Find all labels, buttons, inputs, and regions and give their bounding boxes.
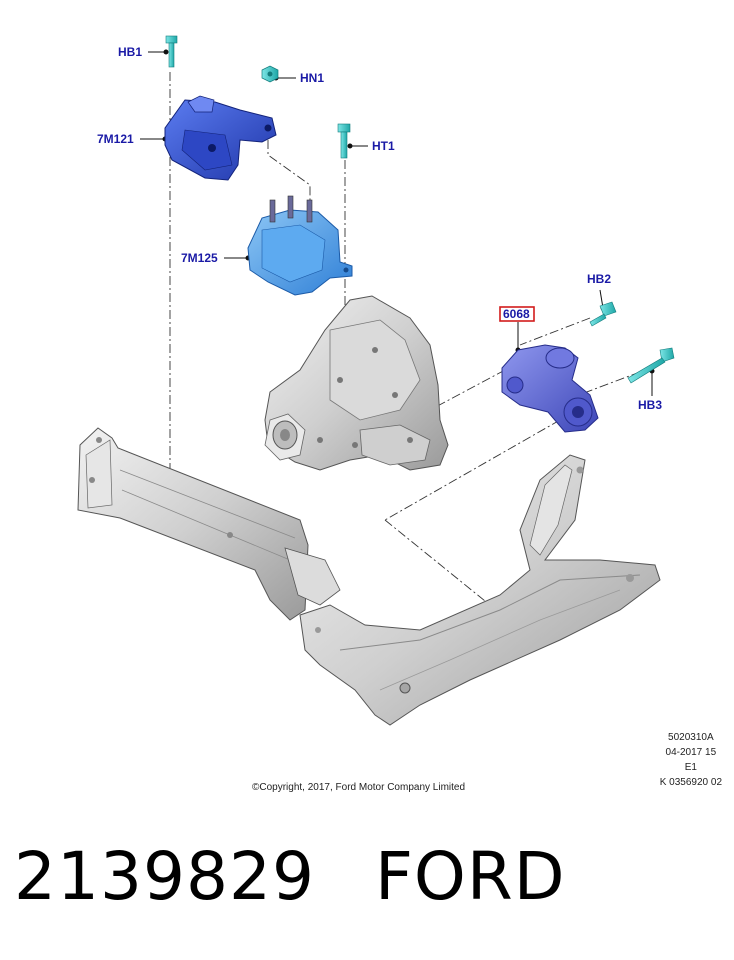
subframe: [299, 454, 661, 726]
callout-hb1: HB1: [118, 45, 142, 59]
bolt-hb2: [589, 301, 617, 327]
brand-name: FORD: [374, 838, 566, 915]
part-footer: 2139829 FORD: [14, 838, 566, 915]
part-number: 2139829: [14, 838, 315, 915]
mount-7m125: [247, 195, 353, 296]
nut-hn1: [261, 65, 279, 83]
bolt-ht1: [337, 123, 351, 159]
callout-hb3: HB3: [638, 398, 662, 412]
mount-6068: [501, 344, 599, 433]
illustration-reference: K 0356920 02: [659, 777, 722, 788]
callout-ht1: HT1: [372, 139, 395, 153]
highlight-box-6068: [499, 306, 535, 322]
bolt-hb1: [165, 35, 178, 68]
illustration-edition: E1: [684, 762, 697, 773]
transmission: [264, 295, 449, 471]
callout-6068: 6068: [503, 307, 530, 321]
callout-7m121: 7M121: [97, 132, 134, 146]
illustration-date: 04-2017 15: [665, 747, 717, 758]
frame-rail: [77, 427, 341, 621]
callout-7m125: 7M125: [181, 251, 218, 265]
illustration-id: 5020310A: [668, 732, 714, 743]
mount-7m121: [164, 95, 277, 181]
callout-hn1: HN1: [300, 71, 324, 85]
illustration-metadata: 5020310A 04-2017 15 E1 K 0356920 02: [660, 730, 722, 790]
copyright-notice: ©Copyright, 2017, Ford Motor Company Lim…: [252, 782, 466, 793]
bolt-hb3: [627, 347, 675, 384]
callout-hb2: HB2: [587, 272, 611, 286]
